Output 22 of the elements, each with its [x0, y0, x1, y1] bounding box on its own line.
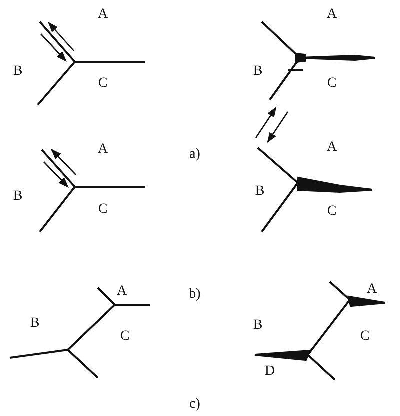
grain-label: C [327, 77, 337, 91]
grain-label: C [98, 203, 108, 217]
grain-label: B [253, 65, 263, 79]
grain-label: A [116, 285, 128, 299]
grain-label: A [98, 143, 108, 157]
grain-label: A [326, 8, 338, 22]
grain-label: B [253, 319, 263, 333]
grain-label: C [98, 77, 108, 91]
grain-label: B [255, 185, 265, 199]
grain-label: C [360, 330, 370, 344]
grain-label: C [327, 205, 337, 219]
grain-label: A [98, 8, 108, 22]
grain-label: A [366, 283, 378, 297]
grain-label: B [13, 190, 23, 204]
grain-label: B [30, 317, 40, 331]
panel-label: b) [189, 288, 201, 302]
grain-label: C [120, 330, 130, 344]
grain-label: D [264, 365, 276, 379]
panel-label: a) [190, 148, 200, 162]
panel-label: c) [190, 398, 200, 412]
grain-label: A [326, 141, 338, 155]
grain-label: B [13, 65, 23, 79]
